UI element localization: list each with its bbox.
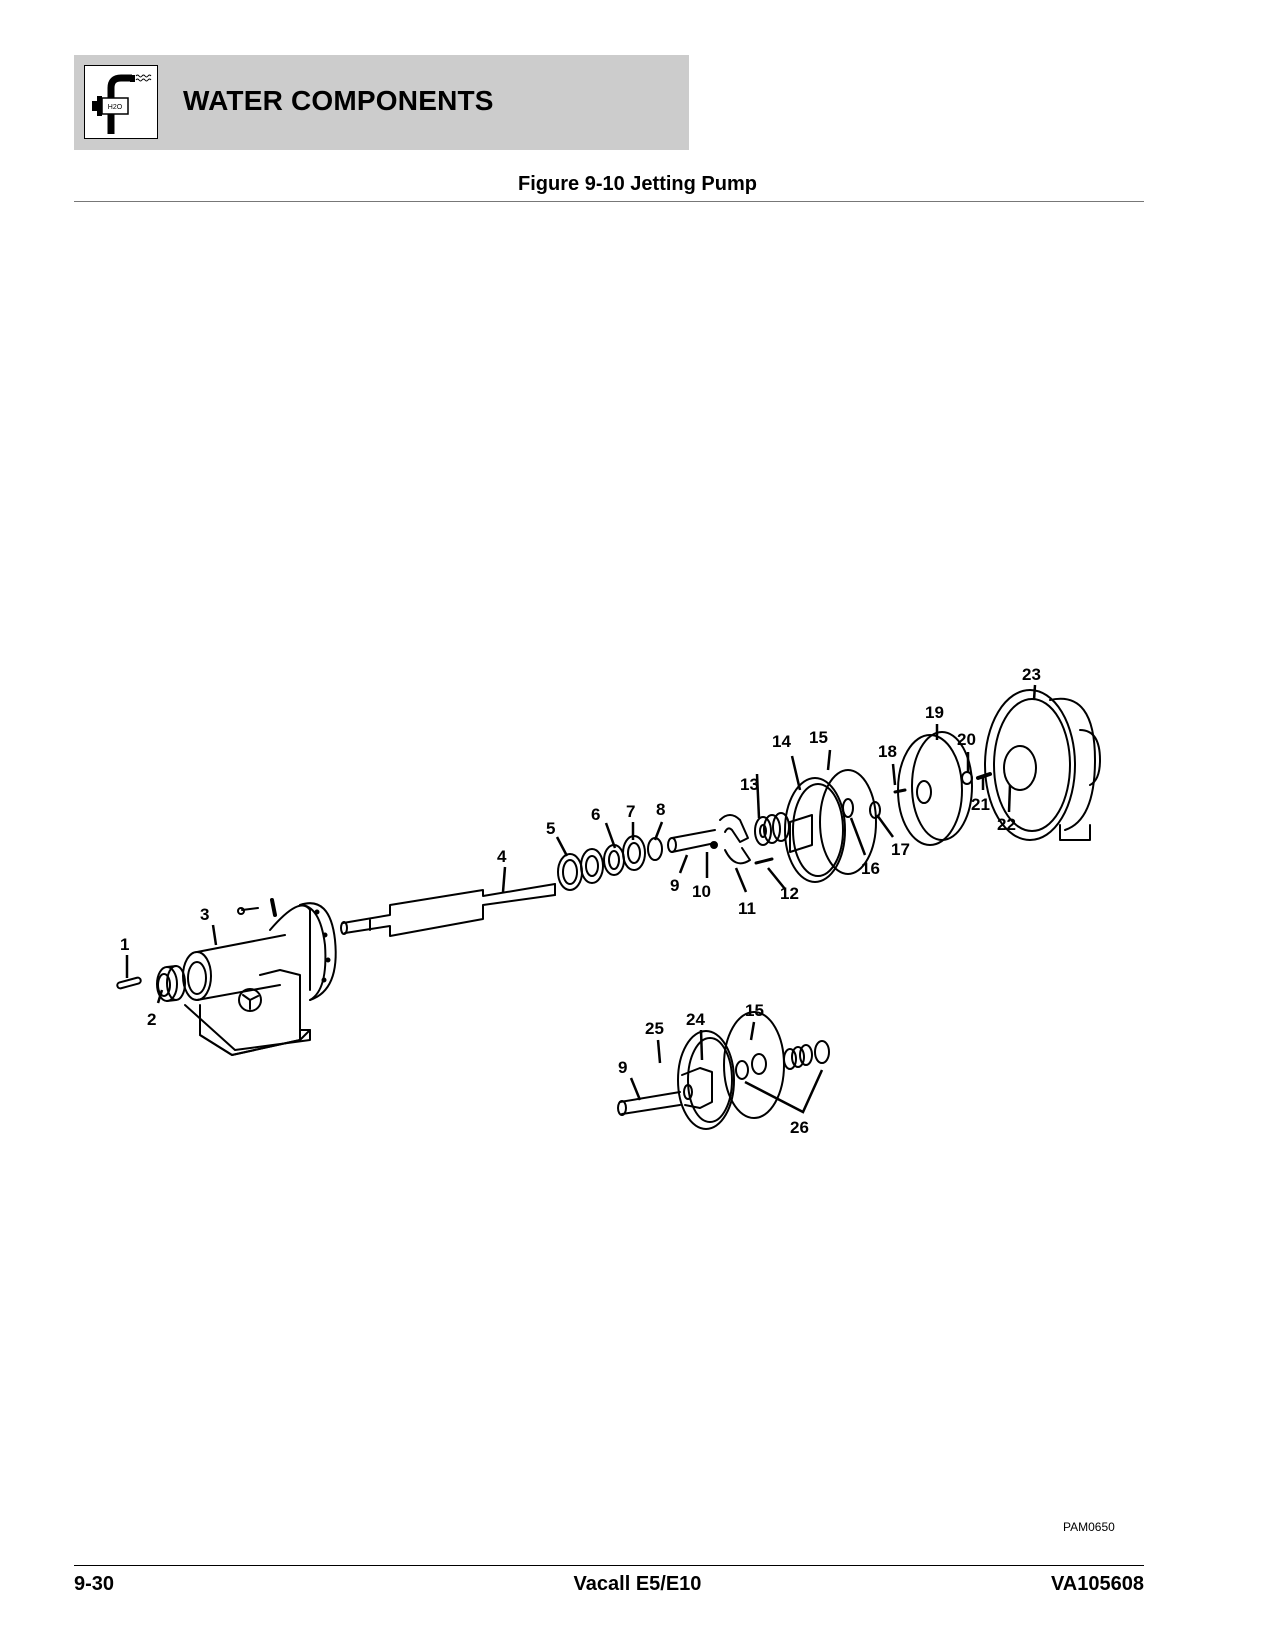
figure-code: PAM0650 (1063, 1520, 1115, 1534)
callout-10: 10 (692, 882, 711, 901)
callout-14: 14 (772, 732, 791, 751)
callout-3: 3 (200, 905, 209, 924)
part-2-bearing (156, 965, 186, 1002)
callout-11: 11 (738, 899, 756, 918)
part-20-washer (961, 771, 973, 785)
callout-9-alt: 9 (618, 1058, 627, 1077)
part-26-seal-kit (735, 1040, 830, 1080)
callout-9: 9 (670, 876, 679, 895)
title-divider (74, 201, 1144, 202)
callout-7: 7 (626, 802, 635, 821)
part-18-key (893, 788, 907, 794)
callout-1: 1 (120, 935, 129, 954)
document-number: VA105608 (1050, 1573, 1144, 1595)
part-8-oring (647, 837, 663, 861)
product-name: Vacall E5/E10 (573, 1573, 702, 1595)
part-7-seal (622, 835, 646, 871)
callout-23: 23 (1022, 665, 1041, 684)
part-1-key (116, 976, 142, 990)
callout-16: 16 (861, 859, 880, 878)
part-5b-bearing (580, 848, 604, 884)
part-5-washer (557, 853, 583, 891)
part-24-backplate-alt (677, 1030, 735, 1130)
part-15-gasket (819, 769, 877, 875)
part-15-gasket-alt (723, 1011, 785, 1119)
callout-4: 4 (497, 847, 507, 866)
callout-15: 15 (809, 728, 828, 747)
footer-divider (74, 1565, 1144, 1566)
part-23-volute (984, 689, 1101, 841)
callout-2: 2 (147, 1010, 156, 1029)
callout-labels: 1 2 3 4 5 6 7 8 9 10 11 12 13 14 15 16 1… (120, 665, 1041, 1137)
part-19-impeller (897, 731, 973, 846)
callout-6: 6 (591, 805, 600, 824)
part-6-seal (603, 844, 625, 876)
part-3-bearing-frame (182, 898, 337, 1056)
callout-21: 21 (971, 795, 990, 814)
callout-12: 12 (780, 884, 799, 903)
part-9-sleeve (667, 829, 716, 853)
part-12-screw (754, 857, 774, 865)
part-14-backplate (784, 777, 846, 883)
callout-25: 25 (645, 1019, 664, 1038)
part-4-shaft (340, 883, 556, 937)
callout-19: 19 (925, 703, 944, 722)
section-header: H2O WATER COMPONENTS (74, 55, 689, 150)
part-16-wear-ring (842, 798, 854, 818)
callout-24: 24 (686, 1010, 705, 1029)
callout-18: 18 (878, 742, 897, 761)
part-11-clamp (710, 814, 751, 865)
part-21-bolt (976, 772, 992, 780)
figure-title: Figure 9-10 Jetting Pump (518, 173, 757, 195)
part-9-sleeve-alt (617, 1091, 681, 1116)
callout-17: 17 (891, 840, 910, 859)
page-number: 9-30 (74, 1573, 115, 1595)
section-title: WATER COMPONENTS (183, 85, 494, 116)
callout-22: 22 (997, 815, 1016, 834)
callout-8: 8 (656, 800, 665, 819)
callout-15-alt: 15 (745, 1001, 764, 1020)
callout-20: 20 (957, 730, 976, 749)
water-components-icon: H2O (84, 65, 158, 139)
callout-13: 13 (740, 775, 759, 794)
svg-text:H2O: H2O (108, 104, 123, 111)
part-17-oring (869, 801, 881, 819)
callout-26: 26 (790, 1118, 809, 1137)
callout-5: 5 (546, 819, 555, 838)
